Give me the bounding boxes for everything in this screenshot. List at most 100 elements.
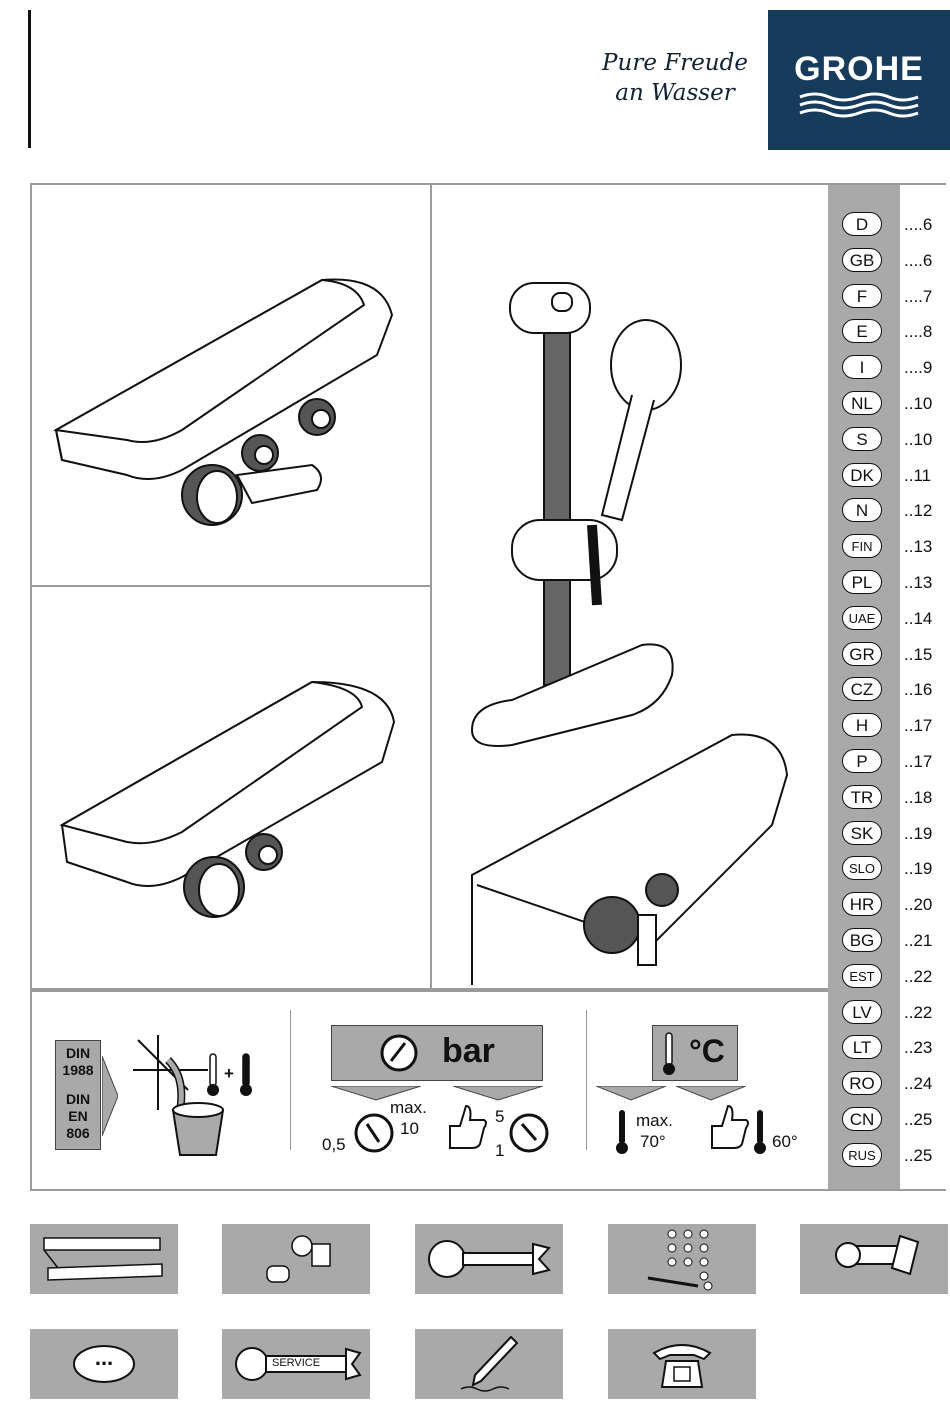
service-icon: SERVICE — [222, 1329, 370, 1399]
grohe-logo: GROHE — [768, 10, 950, 150]
pressure-rec-gauge-icon — [509, 1113, 549, 1153]
language-code-badge[interactable]: LT — [842, 1035, 882, 1060]
bath-thermostat-illustration — [52, 278, 394, 526]
language-code-badge[interactable]: BG — [842, 928, 882, 952]
language-row[interactable]: HR..20 — [838, 890, 946, 920]
wrench-icon — [415, 1224, 563, 1294]
language-row[interactable]: FIN ..13 — [838, 532, 946, 562]
language-code-badge[interactable]: HR — [842, 892, 882, 917]
language-page-number: ..15 — [904, 644, 933, 664]
language-code-badge[interactable]: GB — [842, 247, 882, 272]
language-code-badge[interactable]: RUS — [842, 1142, 882, 1167]
language-row[interactable]: P..17 — [838, 747, 946, 777]
language-row[interactable]: LV ..22 — [838, 998, 946, 1028]
language-row[interactable]: UAE..14 — [838, 604, 946, 634]
language-row[interactable]: LT ..23 — [838, 1033, 946, 1063]
language-page-number: ..10 — [904, 394, 933, 413]
language-code-badge[interactable]: D — [842, 212, 882, 236]
language-row[interactable]: SK..19 — [838, 819, 946, 849]
language-row[interactable]: I ....9 — [838, 353, 946, 383]
language-row[interactable]: RO..24 — [838, 1069, 946, 1099]
language-row[interactable]: GB ....6 — [838, 246, 946, 276]
language-row[interactable]: D ....6 — [838, 210, 946, 240]
language-code-badge[interactable]: CN — [842, 1107, 882, 1131]
language-row[interactable]: F ....7 — [838, 282, 946, 312]
language-page-number: ....7 — [904, 286, 933, 306]
language-code-badge[interactable]: NL — [842, 391, 882, 415]
language-code-badge[interactable]: H — [842, 713, 882, 738]
specs-panel — [32, 990, 828, 1191]
language-row[interactable]: EST..22 — [838, 962, 946, 992]
panel-shower-system — [432, 185, 828, 990]
language-page-number: ..22 — [904, 1002, 933, 1022]
language-code-badge[interactable]: PL — [842, 570, 882, 594]
language-code-badge[interactable]: CZ — [842, 677, 882, 702]
pencil-icon — [415, 1329, 563, 1399]
pressure-max-label: max. — [390, 1098, 427, 1117]
language-code-badge[interactable]: GR — [842, 641, 882, 666]
thumbs-up-temperature-icon — [711, 1104, 749, 1149]
shower-system-illustration — [470, 282, 789, 985]
language-row[interactable]: CZ..16 — [838, 675, 946, 705]
language-row[interactable]: TR..18 — [838, 783, 946, 813]
language-page-number: ....6 — [904, 250, 933, 270]
pressure-gauge-icon — [380, 1034, 418, 1072]
language-code-badge[interactable]: SLO — [842, 856, 882, 881]
logo-waves-icon — [799, 92, 919, 118]
language-page-number: ..19 — [904, 859, 933, 879]
language-code-badge[interactable]: P — [842, 749, 882, 773]
language-row[interactable]: RUS ..25 — [838, 1141, 946, 1171]
language-code-badge[interactable]: E — [842, 319, 882, 344]
language-row[interactable]: S ..10 — [838, 425, 946, 455]
shower-thermostat-illustration — [59, 680, 396, 918]
language-row[interactable]: N..12 — [838, 496, 946, 526]
din-standard-box: DIN 1988 DIN EN 806 — [55, 1040, 101, 1150]
pressure-rec-low: 1 — [495, 1141, 505, 1160]
language-code-badge[interactable]: FIN — [842, 534, 882, 559]
language-code-badge[interactable]: I — [842, 355, 882, 380]
tagline-line-1: Pure Freude — [602, 50, 748, 76]
logo-text: GROHE — [794, 50, 924, 88]
thermometer-hot-icon — [240, 1053, 252, 1096]
language-page-number: ....8 — [904, 322, 933, 342]
language-row[interactable]: PL ..13 — [838, 568, 946, 598]
language-code-badge[interactable]: SK — [842, 820, 882, 845]
language-page-number: ..10 — [904, 429, 933, 449]
language-page-number: ..13 — [904, 573, 933, 592]
language-code-badge[interactable]: S — [842, 426, 882, 451]
language-row[interactable]: SLO ..19 — [838, 854, 946, 884]
language-page-number: ..17 — [904, 716, 933, 736]
temp-rec-value: 60° — [772, 1132, 798, 1151]
language-row[interactable]: CN..25 — [838, 1105, 946, 1135]
tagline-line-2: an Wasser — [615, 80, 735, 106]
plus-sign: + — [224, 1064, 234, 1083]
language-code-badge[interactable]: F — [842, 283, 882, 308]
language-code-badge[interactable]: RO — [842, 1071, 882, 1096]
din-line-5: 806 — [66, 1125, 90, 1141]
language-row[interactable]: NL ..10 — [838, 389, 946, 419]
din-line-1: DIN — [65, 1045, 91, 1061]
language-row[interactable]: E ....8 — [838, 317, 946, 347]
language-code-badge[interactable]: N — [842, 498, 882, 523]
language-code-badge[interactable]: EST — [842, 963, 882, 988]
language-page-number: ..23 — [904, 1038, 933, 1058]
language-page-number: ....9 — [904, 358, 933, 378]
language-code-badge[interactable]: UAE — [842, 605, 882, 630]
language-page-number: ....6 — [904, 215, 933, 234]
more-dots-label: ... — [94, 1345, 114, 1370]
language-code-badge[interactable]: LV — [842, 999, 882, 1024]
arrow-right-icon — [102, 1056, 118, 1136]
language-row[interactable]: GR ..15 — [838, 640, 946, 670]
ruler-icon — [30, 1224, 178, 1294]
language-page-number: ..13 — [904, 537, 933, 557]
more-icon: ... — [30, 1329, 178, 1399]
language-page-number: ..25 — [904, 1145, 933, 1165]
language-code-badge[interactable]: TR — [842, 784, 882, 809]
language-page-number: ..11 — [904, 465, 932, 485]
page-column — [900, 185, 946, 1189]
language-row[interactable]: BG..21 — [838, 926, 946, 956]
dimensions-icon — [608, 1224, 756, 1294]
language-row[interactable]: DK ..11 — [838, 461, 946, 491]
language-code-badge[interactable]: DK — [842, 462, 882, 487]
language-row[interactable]: H ..17 — [838, 711, 946, 741]
